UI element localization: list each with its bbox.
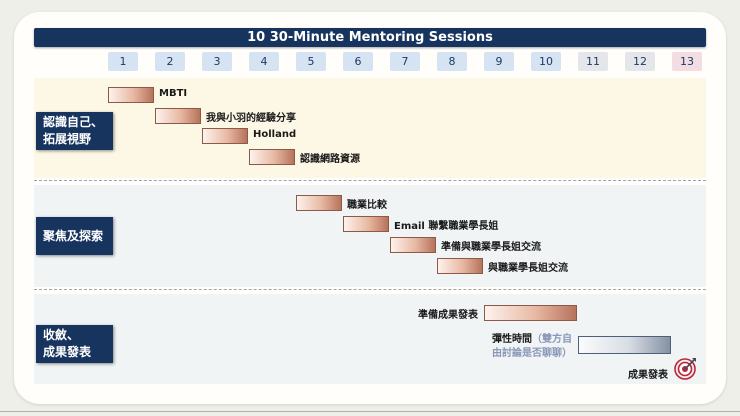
week-3: 3 [202, 52, 232, 71]
flex-time-label: 彈性時間（雙方自由討論是否聊聊） [492, 334, 572, 359]
task-bar [296, 195, 342, 211]
week-2: 2 [155, 52, 185, 71]
week-12: 12 [625, 52, 655, 71]
week-1: 1 [108, 52, 138, 71]
phase-divider [34, 180, 706, 181]
task-label: 準備與職業學長姐交流 [441, 242, 541, 253]
task-bar [202, 128, 248, 144]
task-bar [343, 216, 389, 232]
milestone-label: 成果發表 [628, 370, 668, 381]
week-6: 6 [343, 52, 373, 71]
task-label: 與職業學長姐交流 [488, 263, 568, 274]
week-10: 10 [531, 52, 561, 71]
task-label: MBTI [159, 88, 188, 99]
week-4: 4 [249, 52, 279, 71]
task-label: 我與小羽的經驗分享 [206, 113, 296, 124]
task-label: Email 聯繫職業學長姐 [394, 221, 499, 232]
task-label: 認識網路資源 [300, 154, 360, 165]
task-bar [390, 237, 436, 253]
week-5: 5 [296, 52, 326, 71]
task-bar [437, 258, 483, 274]
week-13: 13 [672, 52, 702, 71]
phase-label-1: 認識自己、 拓展視野 [36, 112, 113, 150]
week-11: 11 [578, 52, 608, 71]
week-7: 7 [390, 52, 420, 71]
task-label: Holland [253, 129, 297, 140]
task-bar [578, 336, 671, 354]
task-bar [155, 108, 201, 124]
chart-title: 10 30-Minute Mentoring Sessions [34, 28, 706, 47]
task-bar [249, 149, 295, 165]
week-8: 8 [437, 52, 467, 71]
phase-divider [34, 289, 706, 290]
task-bar [108, 87, 154, 103]
bottom-rule [0, 411, 740, 412]
week-9: 9 [484, 52, 514, 71]
task-label: 準備成果發表 [418, 310, 478, 321]
phase-label-3: 收斂、 成果發表 [36, 325, 113, 363]
task-label: 職業比較 [347, 200, 387, 211]
phase-band-2 [34, 185, 706, 287]
target-icon [674, 358, 696, 380]
phase-label-2: 聚焦及探索 [36, 217, 113, 255]
task-bar [484, 305, 577, 321]
